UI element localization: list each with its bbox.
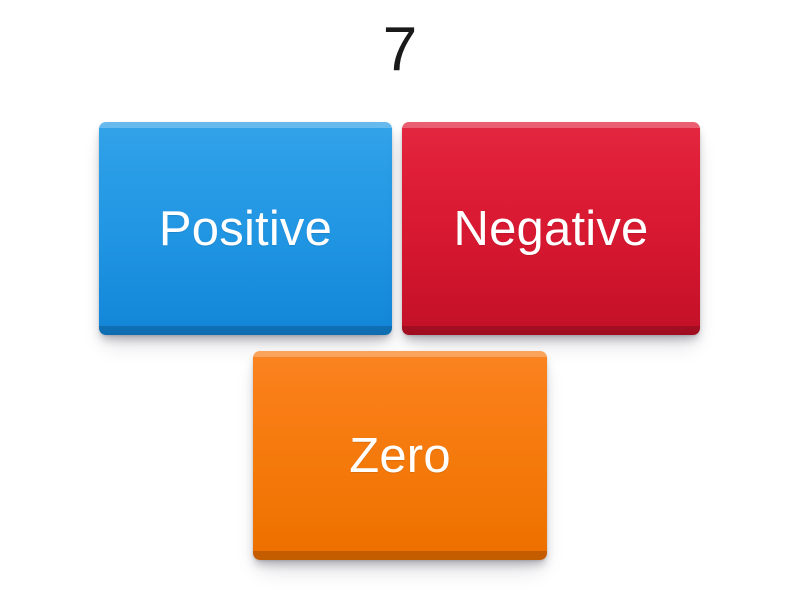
answer-card-positive-label: Positive [158,201,333,256]
answer-card-positive[interactable]: Positive [99,122,392,335]
answer-card-zero[interactable]: Zero [253,351,547,560]
answer-card-zero-label: Zero [349,428,451,483]
page-title: 7 [382,15,418,84]
answer-card-negative-label: Negative [453,201,649,256]
answer-card-negative[interactable]: Negative [402,122,700,335]
